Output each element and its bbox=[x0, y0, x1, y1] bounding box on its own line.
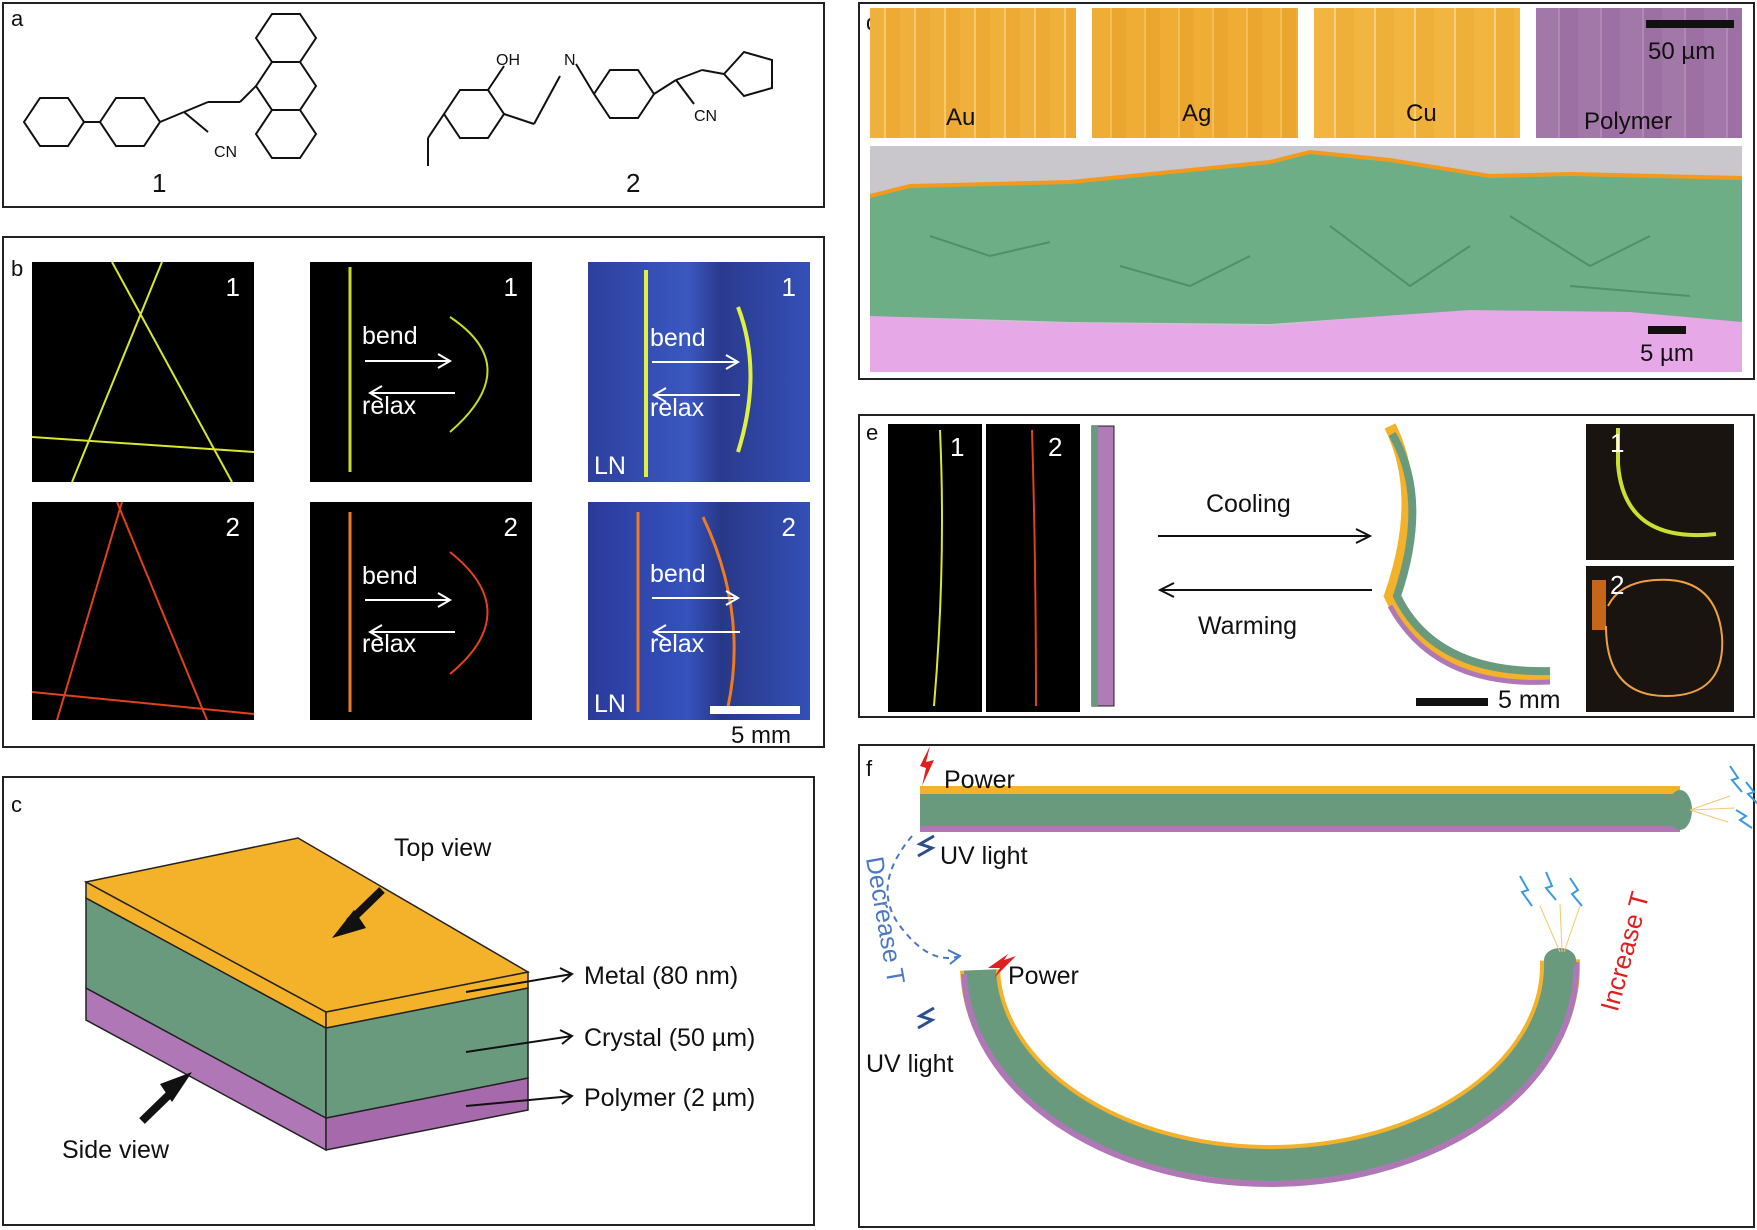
photo-number: 1 bbox=[781, 272, 796, 302]
bend-label: bend bbox=[362, 322, 418, 350]
photo-number: 1 bbox=[225, 272, 240, 302]
scale-bottom-label: 5 µm bbox=[1640, 340, 1694, 367]
scale-bar-label: 5 mm bbox=[1498, 686, 1561, 714]
atom-cn-1: CN bbox=[214, 144, 238, 161]
panel-b-label: b bbox=[11, 256, 24, 281]
photo-e-cooled-1: 1 bbox=[1586, 424, 1734, 560]
relax-label: relax bbox=[650, 630, 705, 658]
panel-e-diagram bbox=[1091, 423, 1551, 707]
photo-crystal-1-bend: bend relax 1 bbox=[310, 262, 532, 482]
photo-number: 2 bbox=[503, 512, 518, 542]
chemical-structures bbox=[22, 13, 773, 166]
scale-bar bbox=[710, 706, 800, 714]
photo-number: 1 bbox=[1610, 428, 1625, 458]
photo-number: 2 bbox=[1048, 432, 1063, 462]
photo-crystal-2-crossed: 2 bbox=[32, 502, 254, 720]
relax-label: relax bbox=[650, 394, 705, 422]
sem-au: Au bbox=[870, 8, 1076, 138]
photo-number: 2 bbox=[225, 512, 240, 542]
ln-label: LN bbox=[594, 452, 626, 480]
cooling-label: Cooling bbox=[1206, 490, 1291, 518]
panel-c: c Top view Side view Metal (80 nm) Cryst… bbox=[2, 776, 815, 1226]
ag-label: Ag bbox=[1182, 100, 1212, 127]
polymer-label: Polymer bbox=[1584, 108, 1673, 135]
power-label-top: Power bbox=[944, 766, 1015, 794]
photo-crystal-2-ln: bend relax LN 2 bbox=[588, 502, 810, 720]
panel-c-label: c bbox=[11, 792, 22, 817]
photo-crystal-2-bend: bend relax 2 bbox=[310, 502, 532, 720]
panel-f-label: f bbox=[866, 756, 873, 781]
photo-e-crystal-1: 1 bbox=[888, 424, 982, 712]
atom-cn-2: CN bbox=[694, 108, 718, 125]
panel-f-diagram bbox=[886, 746, 1757, 1188]
sem-ag: Ag bbox=[1092, 8, 1298, 138]
sem-polymer: 50 µm Polymer bbox=[1536, 8, 1742, 138]
scale-bar bbox=[1646, 20, 1734, 28]
panel-e-label: e bbox=[866, 420, 879, 445]
compound-2-label: 2 bbox=[626, 168, 641, 198]
photo-number: 2 bbox=[1610, 570, 1625, 600]
panel-d: d Au Ag Cu 50 µm Polymer 5 µm bbox=[858, 2, 1755, 380]
warming-label: Warming bbox=[1198, 612, 1298, 640]
uv-light-label-top: UV light bbox=[940, 842, 1028, 870]
bend-label: bend bbox=[362, 562, 418, 590]
scale-bar bbox=[1648, 326, 1686, 334]
photo-crystal-1-ln: bend relax LN 1 bbox=[588, 262, 810, 482]
photo-e-crystal-2: 2 bbox=[986, 424, 1080, 712]
bend-label: bend bbox=[650, 560, 706, 588]
relax-label: relax bbox=[362, 392, 417, 420]
panel-a: a bbox=[2, 2, 825, 208]
photo-crystal-1-crossed: 1 bbox=[32, 262, 254, 482]
polymer-layer-label: Polymer (2 µm) bbox=[584, 1084, 756, 1112]
crystal-layer-label: Crystal (50 µm) bbox=[584, 1024, 756, 1052]
cu-label: Cu bbox=[1406, 100, 1437, 127]
photo-number: 2 bbox=[781, 512, 796, 542]
sem-cross-section: 5 µm bbox=[870, 146, 1742, 372]
au-label: Au bbox=[946, 104, 976, 131]
side-view-label: Side view bbox=[62, 1136, 169, 1164]
sem-cu: Cu bbox=[1314, 8, 1520, 138]
scale-bar-label: 5 mm bbox=[731, 722, 791, 749]
scale-top-label: 50 µm bbox=[1648, 38, 1716, 65]
top-view-label: Top view bbox=[394, 834, 492, 862]
panel-e: e 1 2 Cooling Warming 5 mm 1 2 bbox=[858, 414, 1755, 718]
photo-number: 1 bbox=[503, 272, 518, 302]
panel-f: f Power UV light Decrease T Power UV lig… bbox=[858, 744, 1757, 1228]
panel-a-label: a bbox=[11, 6, 24, 31]
uv-light-label-bottom: UV light bbox=[866, 1050, 954, 1078]
ln-label: LN bbox=[594, 690, 626, 718]
power-label-bottom: Power bbox=[1008, 962, 1079, 990]
photo-number: 1 bbox=[950, 432, 965, 462]
layered-block-diagram bbox=[83, 837, 574, 1152]
bend-label: bend bbox=[650, 324, 706, 352]
panel-b: b 1 bend relax 1 bend relax LN 1 2 bend … bbox=[2, 236, 825, 749]
compound-1-label: 1 bbox=[152, 168, 167, 198]
atom-n: N bbox=[564, 52, 576, 69]
relax-label: relax bbox=[362, 630, 417, 658]
metal-layer-label: Metal (80 nm) bbox=[584, 962, 739, 990]
photo-e-cooled-2: 2 bbox=[1586, 566, 1734, 712]
atom-oh: OH bbox=[496, 52, 520, 69]
